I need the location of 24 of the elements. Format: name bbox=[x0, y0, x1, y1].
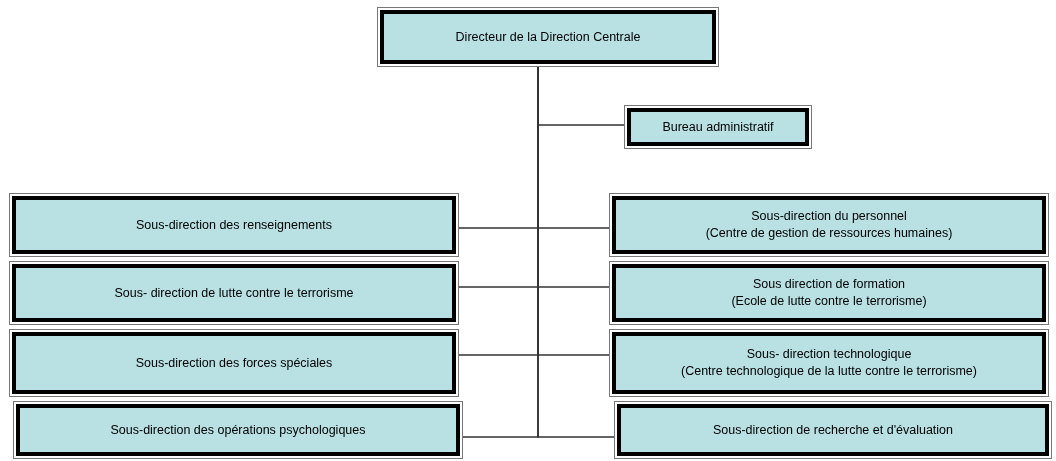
connector-line bbox=[537, 66, 615, 438]
unit-subtitle: (Centre technologique de la lutte contre le terrorisme) bbox=[681, 363, 977, 380]
unit-subtitle: (Centre de gestion de ressources humaines) bbox=[705, 225, 953, 242]
org-unit-box bbox=[12, 264, 456, 322]
unit-name: Sous-direction des renseignements bbox=[136, 216, 332, 234]
org-unit-box bbox=[627, 108, 809, 146]
unit-name: Sous- direction de lutte contre le terrorisme bbox=[114, 284, 354, 302]
org-unit-box bbox=[612, 332, 1046, 394]
org-unit-box bbox=[16, 404, 460, 456]
org-unit-box bbox=[12, 332, 456, 394]
unit-name: Sous-direction du personnel bbox=[751, 208, 907, 225]
org-unit-box bbox=[380, 10, 716, 64]
unit-name: Sous direction de formation bbox=[752, 276, 906, 293]
unit-name: Sous-direction des forces spéciales bbox=[135, 354, 333, 372]
unit-subtitle: (Ecole de lutte contre le terrorisme) bbox=[731, 293, 927, 310]
unit-name: Bureau administratif bbox=[662, 118, 774, 136]
unit-name: Sous-direction des opérations psychologiques bbox=[110, 421, 366, 439]
unit-name: Sous- direction technologique bbox=[746, 346, 912, 363]
org-unit-box bbox=[612, 264, 1046, 322]
org-unit-box bbox=[612, 196, 1046, 254]
org-unit-box bbox=[617, 404, 1049, 456]
org-unit-box bbox=[12, 196, 456, 254]
unit-name: Sous-direction de recherche et d'évaluation bbox=[712, 421, 953, 439]
unit-name: Directeur de la Direction Centrale bbox=[455, 28, 641, 46]
